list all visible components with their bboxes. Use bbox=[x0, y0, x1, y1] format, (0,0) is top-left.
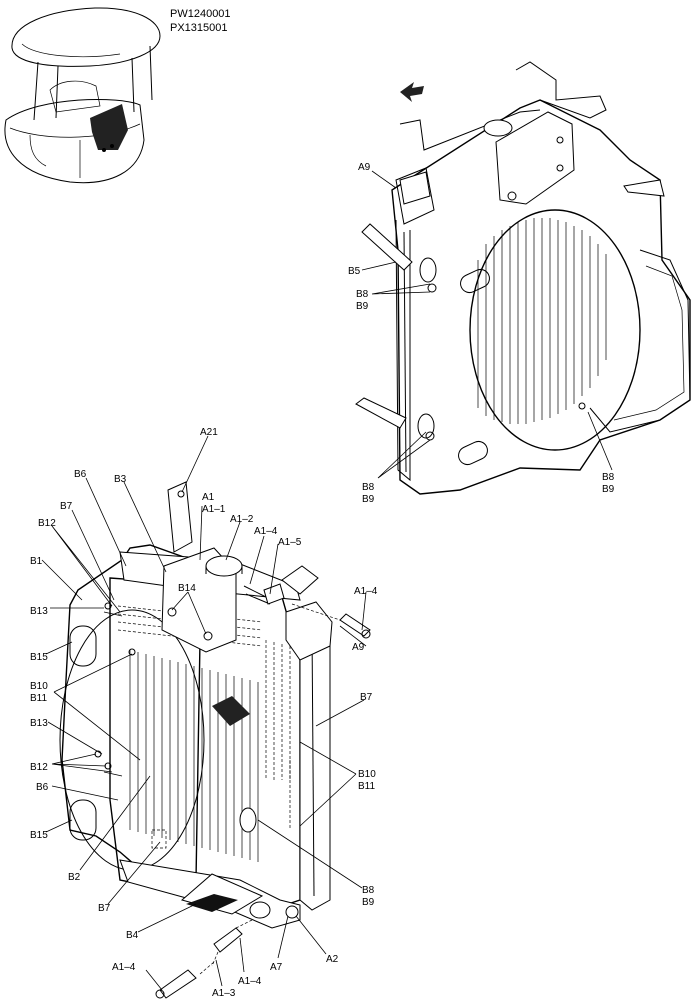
label-B11-right: B11 bbox=[358, 781, 375, 792]
label-A1-4-bottom-left: A1–4 bbox=[112, 962, 136, 973]
label-B8-right: B8 bbox=[602, 472, 615, 483]
label-B9-low: B9 bbox=[362, 897, 375, 908]
label-B8-low: B8 bbox=[362, 885, 375, 896]
excavator-location-thumbnail bbox=[4, 7, 161, 184]
label-B10-left: B10 bbox=[30, 681, 48, 692]
label-B13-top: B13 bbox=[30, 606, 48, 617]
label-B14: B14 bbox=[178, 583, 196, 594]
label-A1-4-right: A1–4 bbox=[354, 586, 378, 597]
label-B15-low: B15 bbox=[30, 830, 48, 841]
label-B7-top: B7 bbox=[60, 501, 73, 512]
label-B10-right: B10 bbox=[358, 769, 376, 780]
direction-arrow-icon bbox=[400, 82, 424, 102]
label-B6-mid: B6 bbox=[36, 782, 49, 793]
label-B6-top: B6 bbox=[74, 469, 87, 480]
header-code-2: PX1315001 bbox=[170, 22, 228, 34]
label-B7-low: B7 bbox=[98, 903, 111, 914]
radiator-exploded-view bbox=[59, 481, 371, 999]
label-A2: A2 bbox=[326, 954, 339, 965]
label-B13-mid: B13 bbox=[30, 718, 48, 729]
label-B9-right: B9 bbox=[602, 484, 615, 495]
label-B12-mid: B12 bbox=[30, 762, 48, 773]
radiator-assembly-view-top bbox=[355, 61, 691, 495]
label-A1-3: A1–3 bbox=[212, 988, 236, 999]
label-A1: A1 bbox=[202, 492, 215, 503]
label-B11-left: B11 bbox=[30, 693, 47, 704]
label-B1: B1 bbox=[30, 556, 43, 567]
label-B15-top: B15 bbox=[30, 652, 48, 663]
label-A21: A21 bbox=[200, 427, 218, 438]
label-B12-top: B12 bbox=[38, 518, 56, 529]
header-code-1: PW1240001 bbox=[170, 8, 231, 20]
label-B3: B3 bbox=[114, 474, 127, 485]
label-A1-1: A1–1 bbox=[202, 504, 226, 515]
label-B8-mid: B8 bbox=[362, 482, 375, 493]
label-B9-mid: B9 bbox=[362, 494, 375, 505]
label-A1-4-top: A1–4 bbox=[254, 526, 278, 537]
label-A9-top: A9 bbox=[358, 162, 371, 173]
label-B2: B2 bbox=[68, 872, 81, 883]
label-A7: A7 bbox=[270, 962, 283, 973]
label-A1-5: A1–5 bbox=[278, 537, 302, 548]
label-A1-2: A1–2 bbox=[230, 514, 254, 525]
label-B9-top: B9 bbox=[356, 301, 369, 312]
label-A1-4-bottom-mid: A1–4 bbox=[238, 976, 262, 987]
label-B5: B5 bbox=[348, 266, 361, 277]
label-B8-top: B8 bbox=[356, 289, 369, 300]
label-B4: B4 bbox=[126, 930, 139, 941]
label-A9-low: A9 bbox=[352, 642, 365, 653]
label-B7-right: B7 bbox=[360, 692, 373, 703]
